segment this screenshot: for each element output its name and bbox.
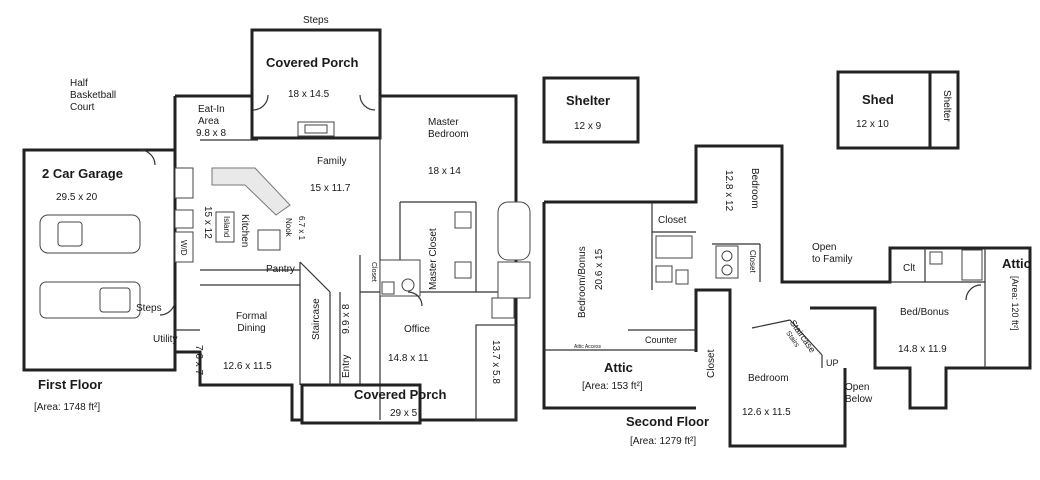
- garage-label: 2 Car Garage: [42, 166, 123, 181]
- pantry-label: Pantry: [266, 264, 295, 275]
- family-label: Family: [317, 156, 347, 167]
- closet-mid-label: Closet: [748, 250, 757, 273]
- office-label: Office: [404, 324, 430, 335]
- attic-left-area: [Area: 153 ft²]: [582, 381, 643, 392]
- open-to-family-label: Open to Family: [812, 242, 853, 265]
- bedroom-bonus-dim: 20.6 x 15: [594, 248, 605, 290]
- bedroom-bonus-label: Bedroom/Bonus: [577, 246, 588, 318]
- bed-bonus-dim: 14.8 x 11.9: [898, 344, 947, 355]
- master-closet-label: Master Closet: [428, 228, 439, 290]
- shelter-side-label: Shelter: [941, 90, 952, 122]
- covered-porch-top-label: Covered Porch: [266, 55, 359, 70]
- kitchen-dim: 15 x 12: [202, 206, 213, 239]
- shed-label: Shed: [862, 92, 894, 107]
- nook-dim: 6.7 x 1: [297, 216, 306, 241]
- island-label: Island: [222, 216, 231, 238]
- second-floor-walls: [542, 144, 1032, 448]
- eat-in-dim: 9.8 x 8: [196, 128, 227, 139]
- attic-access-label: Attic Access: [574, 344, 601, 350]
- utility-dim: 7.6 x 7: [193, 345, 204, 376]
- shelter-dim: 12 x 9: [574, 121, 602, 132]
- kitchen-label: Kitchen: [239, 214, 250, 248]
- second-floor-title: Second Floor: [626, 414, 710, 429]
- open-below-label: Open Below: [845, 382, 873, 405]
- porch-side-dim: 13.7 x 5.8: [490, 340, 501, 384]
- second-floor-area: [Area: 1279 ft²]: [630, 436, 697, 447]
- closet-low-label: Closet: [706, 349, 717, 378]
- shed-dim: 12 x 10: [856, 119, 889, 130]
- half-court-label: Half Basketball Court: [70, 78, 117, 113]
- entry-label: Entry: [341, 354, 352, 378]
- first-floor-walls: [22, 28, 531, 425]
- entry-dim: 9.9 x 8: [341, 303, 352, 334]
- family-dim: 15 x 11.7: [310, 183, 351, 194]
- office-dim: 14.8 x 11: [388, 353, 429, 364]
- staircase-label: Staircase: [311, 298, 322, 340]
- eat-in-label: Eat-In Area: [198, 104, 225, 127]
- closet-top-label: Closet: [658, 215, 687, 226]
- up-label: UP: [826, 358, 839, 368]
- first-floor-title: First Floor: [38, 377, 103, 392]
- steps-top-label: Steps: [303, 15, 329, 26]
- master-bedroom-dim: 18 x 14: [428, 166, 461, 177]
- bedroom-low-dim: 12.6 x 11.5: [742, 407, 791, 418]
- master-bedroom-label: Master Bedroom: [428, 117, 469, 140]
- bedroom-low-label: Bedroom: [748, 373, 789, 384]
- bedroom-top-label: Bedroom: [749, 168, 760, 209]
- clt-label: Clt: [903, 263, 916, 274]
- first-floor-area: [Area: 1748 ft²]: [34, 402, 101, 413]
- shelter-label: Shelter: [566, 93, 611, 108]
- closet-label: Closet: [370, 262, 377, 282]
- bedroom-top-dim: 12.8 x 12: [723, 170, 734, 212]
- steps-garage-label: Steps: [136, 303, 162, 314]
- attic-right-area: [Area: 120 ft²]: [1010, 276, 1020, 331]
- bed-bonus-label: Bed/Bonus: [900, 307, 949, 318]
- formal-dining-label: Formal Dining: [236, 311, 268, 334]
- covered-porch-top-dim: 18 x 14.5: [288, 89, 330, 100]
- attic-right-label: Attic: [1002, 256, 1031, 271]
- nook-label: Nook: [284, 218, 293, 237]
- covered-porch-bottom-dim: 29 x 5: [390, 408, 418, 419]
- covered-porch-bottom-label: Covered Porch: [354, 387, 447, 402]
- outbuildings-walls: [542, 70, 960, 150]
- washer-dryer-label: W/D: [179, 240, 188, 256]
- attic-left-label: Attic: [604, 360, 633, 375]
- counter-label: Counter: [645, 335, 678, 345]
- formal-dining-dim: 12.6 x 11.5: [223, 361, 272, 372]
- utility-label: Utility: [153, 334, 178, 345]
- garage-dim: 29.5 x 20: [56, 192, 98, 203]
